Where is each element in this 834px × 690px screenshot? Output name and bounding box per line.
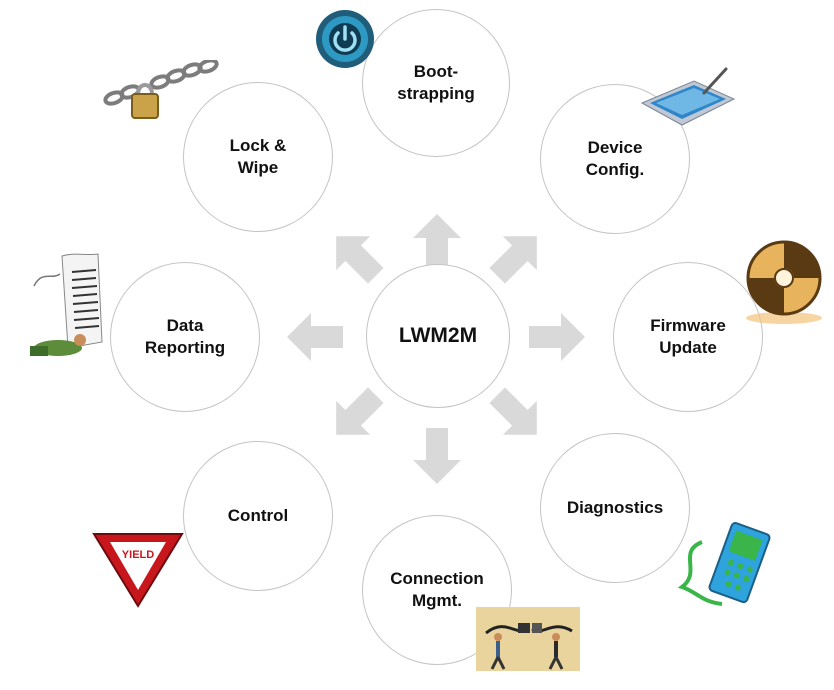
device-diagnostic-icon xyxy=(677,522,771,606)
chain-padlock-icon xyxy=(103,60,219,119)
node-label-data-reporting: Data Reporting xyxy=(144,316,226,357)
power-button-icon xyxy=(316,10,374,68)
arrow-down-left xyxy=(336,387,384,435)
yield-text: YIELD xyxy=(122,549,154,561)
center-node-lwm2m: LWM2M xyxy=(366,264,510,408)
node-label-connection-mgmt: Connection Mgmt. xyxy=(390,569,484,610)
node-firmware-update: Firmware Update xyxy=(613,262,763,412)
tablet-stylus-icon xyxy=(640,67,736,126)
yield-sign-icon: YIELD xyxy=(92,533,184,608)
node-diagnostics: Diagnostics xyxy=(540,433,690,583)
node-label-diagnostics: Diagnostics xyxy=(566,498,664,517)
arrow-down xyxy=(413,428,461,484)
node-label-lock-wipe: Lock & Wipe xyxy=(229,136,287,177)
node-connection-mgmt: Connection Mgmt. xyxy=(362,515,512,665)
report-printout-icon xyxy=(30,253,103,356)
node-label-bootstrapping: Boot- strapping xyxy=(397,62,475,103)
people-plug-connection-icon xyxy=(476,607,580,671)
node-label-control: Control xyxy=(227,506,289,525)
arrow-right xyxy=(529,313,585,361)
node-data-reporting: Data Reporting xyxy=(110,262,260,412)
node-label-firmware-update: Firmware Update xyxy=(650,316,726,357)
node-lock-wipe: Lock & Wipe xyxy=(183,82,333,232)
arrow-up xyxy=(413,214,461,270)
center-label: LWM2M xyxy=(398,324,478,347)
node-label-device-config: Device Config. xyxy=(585,138,645,179)
node-control: Control xyxy=(183,441,333,591)
arrow-down-right xyxy=(489,387,537,435)
cd-disc-icon xyxy=(746,240,822,324)
arrow-left xyxy=(287,313,343,361)
arrow-up-left xyxy=(336,236,384,284)
arrow-up-right xyxy=(489,236,537,284)
node-bootstrapping: Boot- strapping xyxy=(362,9,510,157)
